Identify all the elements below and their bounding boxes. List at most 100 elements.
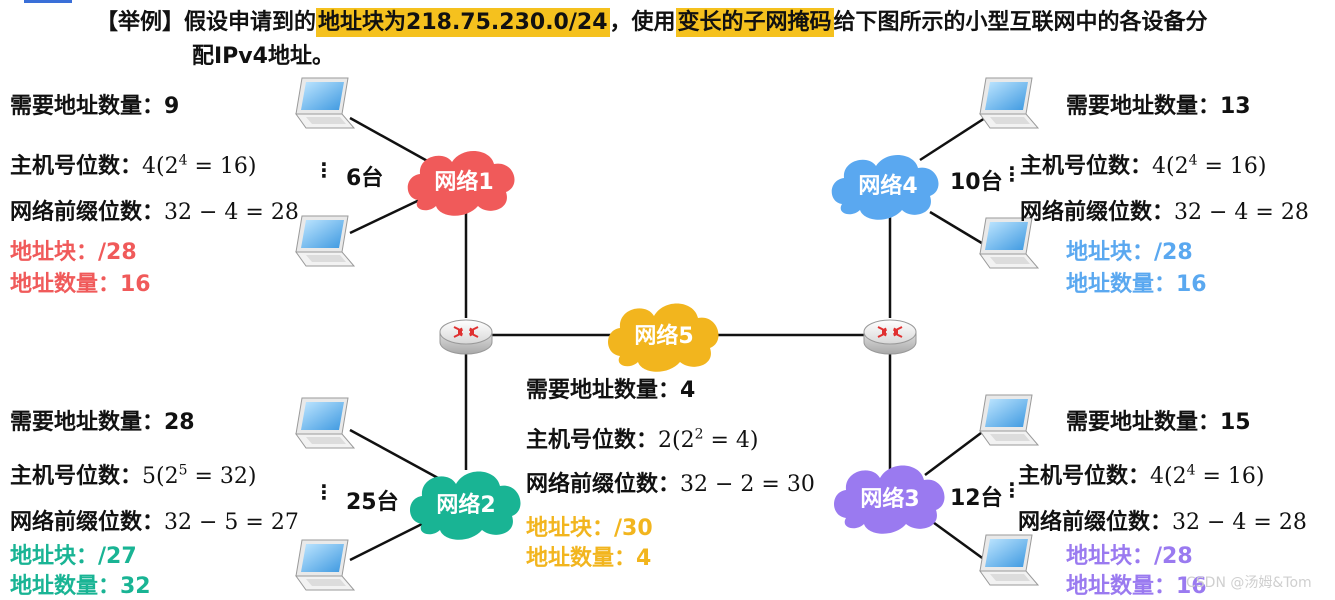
links — [349, 116, 986, 562]
cloud-net3: 网络3 — [834, 465, 945, 534]
net1-prefix-math: 32 − 4 = 28 — [164, 200, 299, 225]
title-highlight-address-block: 地址块为218.75.230.0/24 — [316, 8, 610, 37]
net1-prefix-bits: 网络前缀位数：32 − 4 = 28 — [10, 194, 299, 226]
net3-block: 地址块：/28 — [1066, 544, 1193, 569]
net5-host-exp: 2 — [694, 426, 704, 443]
net1-host-label: 主机号位数： — [10, 154, 143, 179]
link-laptop3b-net3 — [929, 518, 986, 562]
cloud-net5-label: 网络5 — [634, 323, 693, 349]
net5-prefix-bits: 网络前缀位数：32 − 2 = 30 — [526, 466, 815, 498]
net5-host-math: 2(2 — [658, 428, 695, 453]
net2-need: 需要地址数量：28 — [10, 410, 195, 435]
net2-dots: ⋮ — [314, 480, 334, 504]
net3-need: 需要地址数量：15 — [1066, 410, 1251, 435]
net1-host-rest: = 16) — [187, 154, 257, 179]
net3-qty: 地址数量：16 — [1066, 574, 1207, 599]
laptop-net1-a — [295, 77, 355, 129]
net1-dots: ⋮ — [314, 158, 334, 182]
net5-prefix-math: 32 − 2 = 30 — [680, 472, 815, 497]
net5-host-bits: 主机号位数：2(22 = 4) — [526, 422, 759, 454]
net3-host-math: 4(2 — [1150, 464, 1187, 489]
net2-block: 地址块：/27 — [10, 544, 137, 569]
net3-dots: ⋮ — [1002, 478, 1022, 502]
page-title: 【举例】假设申请到的地址块为218.75.230.0/24，使用变长的子网掩码给… — [96, 8, 1208, 38]
watermark: CSDN @汤姆&Tom — [1186, 575, 1312, 591]
net4-host-bits: 主机号位数：4(24 = 16) — [1020, 148, 1267, 180]
net2-device-count: 25台 — [346, 490, 399, 515]
net3-host-rest: = 16) — [1195, 464, 1265, 489]
net1-prefix-label: 网络前缀位数： — [10, 200, 165, 225]
net4-host-math: 4(2 — [1152, 154, 1189, 179]
net2-host-exp: 5 — [178, 462, 188, 479]
net3-prefix-math: 32 − 4 = 28 — [1172, 510, 1307, 535]
net2-host-bits: 主机号位数：5(25 = 32) — [10, 458, 257, 490]
net3-host-label: 主机号位数： — [1018, 464, 1151, 489]
net2-prefix-label: 网络前缀位数： — [10, 510, 165, 535]
net4-qty: 地址数量：16 — [1066, 272, 1207, 297]
net1-device-count: 6台 — [346, 166, 384, 191]
net1-qty: 地址数量：16 — [10, 272, 151, 297]
cloud-net4: 网络4 — [831, 154, 939, 220]
link-laptop1b-net1 — [349, 193, 431, 235]
net1-host-exp: 4 — [178, 152, 188, 169]
cloud-net1: 网络1 — [407, 150, 515, 216]
net3-host-bits: 主机号位数：4(24 = 16) — [1018, 458, 1265, 490]
net4-host-rest: = 16) — [1197, 154, 1267, 179]
laptop-net2-a — [295, 397, 355, 449]
link-laptop3a-net3 — [924, 429, 986, 476]
net5-block: 地址块：/30 — [526, 516, 653, 541]
net4-prefix-label: 网络前缀位数： — [1020, 200, 1175, 225]
net5-host-label: 主机号位数： — [526, 428, 659, 453]
cloud-net4-label: 网络4 — [858, 173, 917, 199]
link-laptop1a-net1 — [349, 116, 441, 170]
net2-prefix-math: 32 − 5 = 27 — [164, 510, 299, 535]
net4-device-count: 10台 — [950, 170, 1003, 195]
top-accent-bar — [24, 0, 72, 3]
net3-prefix-bits: 网络前缀位数：32 − 4 = 28 — [1018, 504, 1307, 536]
link-laptop2a-net2 — [349, 428, 439, 480]
cloud-net1-label: 网络1 — [434, 169, 493, 195]
net4-prefix-bits: 网络前缀位数：32 − 4 = 28 — [1020, 194, 1309, 226]
router-left-icon — [439, 319, 493, 355]
link-laptop4a-net4 — [919, 116, 986, 162]
net3-prefix-label: 网络前缀位数： — [1018, 510, 1173, 535]
router-right-icon — [863, 319, 917, 355]
link-laptop4b-net4 — [929, 210, 986, 247]
net5-prefix-label: 网络前缀位数： — [526, 472, 681, 497]
page-title-line2: 配IPv4地址。 — [192, 44, 334, 69]
cloud-net3-label: 网络3 — [860, 486, 919, 512]
net1-need: 需要地址数量：9 — [10, 94, 180, 119]
net4-block: 地址块：/28 — [1066, 240, 1193, 265]
net5-host-rest: = 4) — [703, 428, 759, 453]
title-suffix: 给下图所示的小型互联网中的各设备分 — [833, 10, 1208, 35]
net1-host-bits: 主机号位数：4(24 = 16) — [10, 148, 257, 180]
cloud-net2-label: 网络2 — [436, 492, 495, 518]
net4-prefix-math: 32 − 4 = 28 — [1174, 200, 1309, 225]
net2-host-rest: = 32) — [187, 464, 257, 489]
net1-host-math: 4(2 — [142, 154, 179, 179]
net4-need: 需要地址数量：13 — [1066, 94, 1251, 119]
net4-host-exp: 4 — [1188, 152, 1198, 169]
net5-qty: 地址数量：4 — [526, 546, 652, 571]
net2-qty: 地址数量：32 — [10, 574, 151, 599]
laptop-net2-b — [295, 539, 355, 591]
laptop-net1-b — [295, 215, 355, 267]
title-highlight-vlsm: 变长的子网掩码 — [675, 8, 834, 37]
link-laptop2b-net2 — [349, 518, 431, 562]
net2-prefix-bits: 网络前缀位数：32 − 5 = 27 — [10, 504, 299, 536]
title-prefix: 【举例】假设申请到的 — [96, 10, 317, 35]
net3-host-exp: 4 — [1186, 462, 1196, 479]
net4-dots: ⋮ — [1002, 162, 1022, 186]
laptop-net3-b — [979, 534, 1039, 586]
laptop-net3-a — [979, 394, 1039, 446]
net1-block: 地址块：/28 — [10, 240, 137, 265]
net2-host-label: 主机号位数： — [10, 464, 143, 489]
cloud-net2: 网络2 — [410, 471, 521, 540]
net5-need: 需要地址数量：4 — [526, 378, 696, 403]
net4-host-label: 主机号位数： — [1020, 154, 1153, 179]
net3-device-count: 12台 — [950, 486, 1003, 511]
net2-host-math: 5(2 — [142, 464, 179, 489]
title-mid: ，使用 — [609, 10, 676, 35]
cloud-net5: 网络5 — [608, 303, 719, 372]
